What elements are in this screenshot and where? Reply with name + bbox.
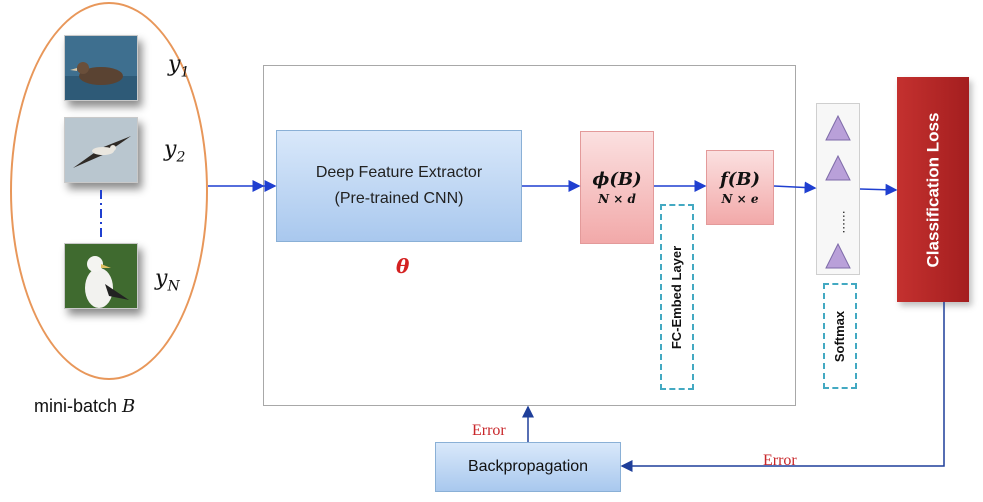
- bird-swimming-thumbnail: [64, 35, 138, 101]
- softmax-unit-triangle: [825, 154, 851, 181]
- theta-parameter-label: θ: [396, 254, 410, 278]
- f-label: f(B): [720, 169, 760, 190]
- fc-embed-layer-label-box: FC-Embed Layer: [660, 204, 694, 390]
- phi-dimension: N × d: [598, 192, 636, 206]
- classification-loss-box: Classification Loss: [897, 77, 969, 302]
- bird-flying-thumbnail: [64, 117, 138, 183]
- extractor-subtitle: (Pre-trained CNN): [334, 190, 464, 207]
- label-y-2: y2: [164, 137, 186, 166]
- deep-feature-extractor-box: Deep Feature Extractor (Pre-trained CNN): [276, 130, 522, 242]
- f-embedding-box: f(B) N × e: [706, 150, 774, 225]
- label-y-1: y1: [168, 52, 190, 81]
- softmax-label-box: Softmax: [823, 283, 857, 389]
- phi-label: ϕ(B): [592, 169, 642, 190]
- mini-batch-caption: mini-batch B: [34, 396, 136, 417]
- softmax-unit-triangle: [825, 114, 851, 141]
- bird-standing-thumbnail: [64, 243, 138, 309]
- extractor-title: Deep Feature Extractor: [315, 164, 483, 181]
- mini-batch-oval: [10, 2, 208, 380]
- error-label-from-loss: Error: [763, 452, 797, 469]
- arrow-softmax-to-loss: [859, 183, 898, 196]
- backpropagation-box: Backpropagation: [435, 442, 621, 492]
- phi-feature-box: ϕ(B) N × d: [580, 131, 654, 244]
- backpropagation-label: Backpropagation: [467, 458, 589, 475]
- label-y-n: yN: [155, 266, 180, 295]
- error-path-from-loss: [620, 302, 945, 472]
- error-label-to-network: Error: [472, 422, 506, 439]
- arrow-f-to-softmax: [773, 181, 817, 194]
- f-dimension: N × e: [721, 192, 759, 206]
- softmax-unit-triangle: [825, 242, 851, 269]
